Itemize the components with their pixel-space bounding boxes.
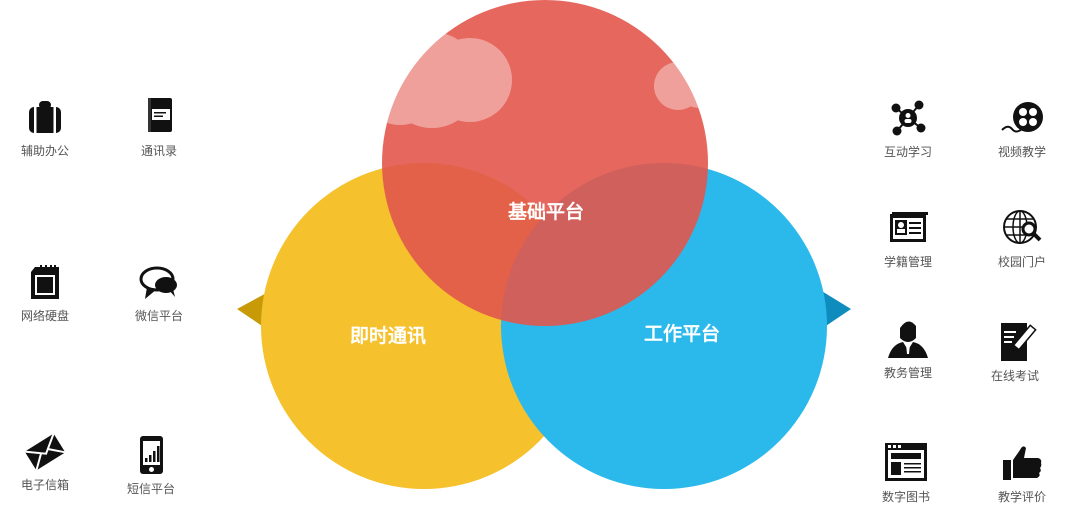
feature-student-records[interactable]: 学籍管理: [863, 207, 953, 270]
feature-label: 短信平台: [126, 482, 175, 496]
feature-label: 视频教学: [997, 145, 1046, 159]
chat-bubbles-icon: [139, 266, 177, 299]
feature-email[interactable]: 电子信箱: [0, 430, 90, 493]
label-right: 工作平台: [644, 322, 720, 345]
film-reel-icon: [1001, 102, 1043, 133]
network-people-icon: [891, 100, 926, 136]
feature-netdisk[interactable]: 网络硬盘: [0, 261, 90, 324]
feature-sms[interactable]: 短信平台: [106, 434, 196, 497]
briefcase-icon: [29, 101, 61, 133]
exam-pencil-icon: [1001, 323, 1037, 361]
label-left: 即时通讯: [350, 325, 426, 347]
feature-label: 学籍管理: [883, 255, 932, 269]
envelope-icon: [24, 433, 66, 471]
feature-video-teaching[interactable]: 视频教学: [977, 97, 1067, 160]
mobile-signal-icon: [140, 436, 163, 474]
feature-label: 教学评价: [997, 490, 1046, 504]
address-book-icon: [148, 98, 172, 132]
feature-label: 通讯录: [140, 144, 177, 158]
circle-top: [382, 0, 708, 326]
feature-interactive-learning[interactable]: 互动学习: [863, 97, 953, 160]
feature-label: 互动学习: [883, 145, 932, 159]
digital-book-icon: [885, 443, 927, 481]
feature-label: 教务管理: [883, 366, 932, 380]
feature-contacts[interactable]: 通讯录: [114, 96, 204, 159]
globe-search-icon: [1003, 210, 1042, 244]
feature-campus-portal[interactable]: 校园门户: [977, 207, 1067, 270]
feature-label: 数字图书: [881, 490, 930, 504]
teacher-icon: [888, 321, 928, 358]
id-card-icon: [890, 212, 928, 242]
feature-label: 微信平台: [134, 309, 183, 323]
feature-label: 校园门户: [997, 255, 1046, 269]
feature-academic-affairs[interactable]: 教务管理: [863, 318, 953, 381]
feature-teaching-evaluation[interactable]: 教学评价: [977, 442, 1067, 505]
feature-label: 辅助办公: [20, 144, 69, 158]
feature-online-exam[interactable]: 在线考试: [970, 321, 1060, 384]
feature-digital-library[interactable]: 数字图书: [861, 442, 951, 505]
sd-card-icon: [31, 265, 59, 299]
label-top: 基础平台: [507, 200, 584, 223]
feature-label: 网络硬盘: [20, 309, 69, 323]
feature-wechat[interactable]: 微信平台: [114, 261, 204, 324]
thumbs-up-icon: [1003, 446, 1042, 480]
feature-label: 电子信箱: [20, 478, 69, 492]
feature-office[interactable]: 辅助办公: [0, 96, 90, 159]
feature-label: 在线考试: [990, 369, 1039, 383]
